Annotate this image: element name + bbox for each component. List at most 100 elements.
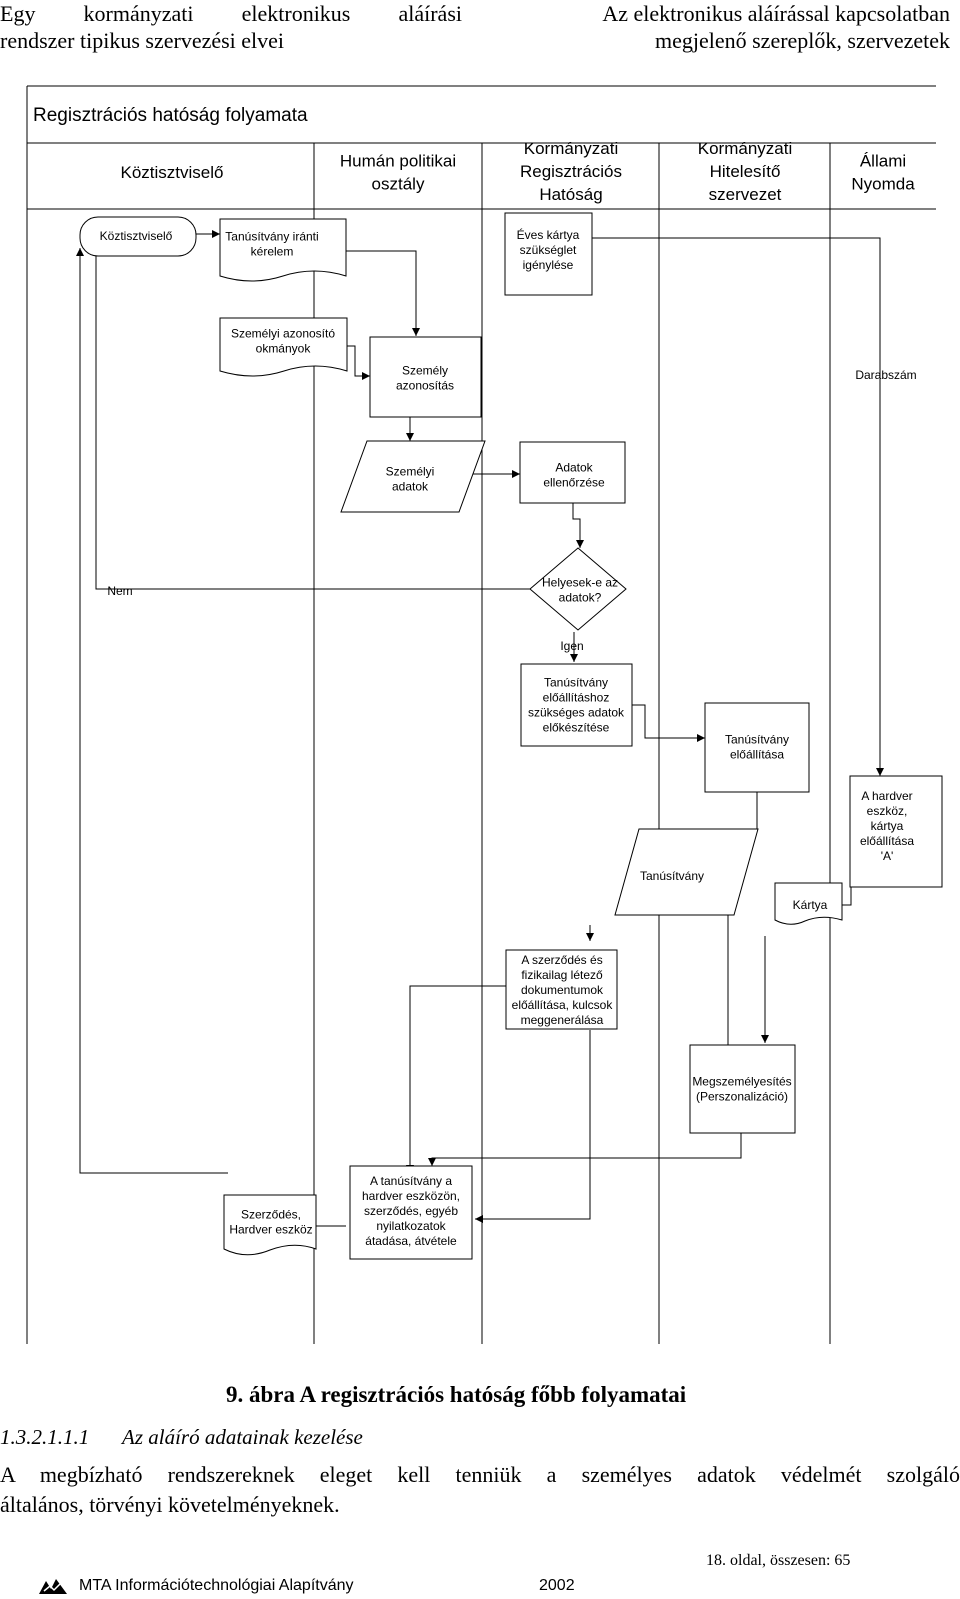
- personalize-label: Megszemélyesítés(Perszonalizáció): [692, 1075, 791, 1104]
- card-doc-label: Kártya: [793, 898, 828, 912]
- contract-doc-label: Szerződés,Hardver eszköz: [229, 1208, 312, 1237]
- label-line: kártya: [871, 819, 904, 833]
- running-header-right: Az elektronikus aláírással kapcsolatban …: [602, 0, 950, 54]
- label-line: Állami: [860, 151, 906, 170]
- label-line: Szerződés,: [241, 1208, 301, 1222]
- prep-data-box: [520, 663, 633, 747]
- label-line: Személy: [402, 364, 448, 378]
- yes-label: Igen: [560, 639, 583, 653]
- label-line: átadása, átvétele: [365, 1234, 457, 1248]
- label-line: Adatok: [555, 461, 593, 475]
- page-number: 18. oldal, összesen: 65: [706, 1552, 851, 1569]
- label-line: előállítása, kulcsok: [512, 998, 614, 1012]
- label-line: előállítása: [730, 748, 784, 762]
- label-line: Hatóság: [539, 185, 602, 204]
- label-line: előállításhoz: [543, 691, 610, 705]
- paragraph-line: általános, törvényi követelményeknek.: [0, 1492, 340, 1517]
- label-line: osztály: [372, 174, 425, 193]
- label-line: Tanúsítvány: [640, 869, 704, 883]
- footer-org: MTA Információtechnológiai Alapítvány: [79, 1577, 354, 1594]
- hardware-box: [849, 775, 943, 888]
- header-word: Egy: [0, 1, 36, 26]
- header-right-line2: megjelenő szereplők, szervezetek: [654, 28, 950, 53]
- label-line: Regisztrációs: [520, 162, 622, 181]
- header-left-line1: Egy kormányzati elektronikus aláírási: [0, 0, 462, 27]
- label-line: Személyi azonosító: [231, 327, 335, 341]
- label-line: A hardver: [861, 789, 912, 803]
- data-check-box: [519, 441, 626, 504]
- label-line: adatok: [392, 480, 429, 494]
- card-document: [774, 882, 843, 925]
- start-label: Köztisztviselő: [100, 229, 173, 243]
- label-line: Darabszám: [855, 368, 916, 382]
- label-line: adatok?: [559, 591, 602, 605]
- label-line: meggenerálása: [521, 1013, 604, 1027]
- section-title: Az aláíró adatainak kezelése: [122, 1425, 363, 1449]
- label-line: Személyi: [386, 465, 435, 479]
- body-paragraph: A megbízható rendszereknek eleget kell t…: [0, 1460, 960, 1520]
- label-line: kérelem: [251, 245, 294, 259]
- id-docs-document: [219, 317, 348, 377]
- diagram-title: Regisztrációs hatóság folyamata: [33, 105, 308, 126]
- header-right-line1: Az elektronikus aláírással kapcsolatban: [602, 1, 950, 26]
- label-line: Kártya: [793, 898, 828, 912]
- label-line: Nyomda: [851, 174, 915, 193]
- header-left-line2: rendszer tipikus szervezési elvei: [0, 28, 285, 53]
- paragraph-line: A megbízható rendszereknek eleget kell t…: [0, 1462, 960, 1487]
- label-line: nyilatkozatok: [376, 1219, 446, 1233]
- label-line: Nem: [107, 584, 132, 598]
- card-demand-box: [504, 212, 593, 296]
- label-line: 'A': [881, 849, 894, 863]
- section-number: 1.3.2.1.1.1: [0, 1425, 90, 1449]
- label-line: Hardver eszköz: [229, 1223, 312, 1237]
- mta-logo-icon: [39, 1579, 67, 1594]
- contract-prod-box: [505, 949, 618, 1030]
- label-line: fizikailag létező: [521, 968, 603, 982]
- person-id-box: [369, 336, 482, 418]
- handover-box: [349, 1165, 473, 1260]
- section-heading: 1.3.2.1.1.1 Az aláíró adatainak kezelése: [0, 1425, 363, 1450]
- label-line: Kormányzati: [524, 139, 618, 158]
- label-line: Köztisztviselő: [121, 163, 224, 182]
- label-line: Kormányzati: [698, 139, 792, 158]
- label-line: hardver eszközön,: [362, 1189, 460, 1203]
- label-line: eszköz,: [867, 804, 908, 818]
- label-line: Köztisztviselő: [100, 229, 173, 243]
- header-word: kormányzati: [83, 1, 194, 26]
- label-line: A szerződés és: [521, 953, 602, 967]
- running-header-left: Egy kormányzati elektronikus aláírási re…: [0, 0, 462, 54]
- request-document: [219, 218, 347, 282]
- label-line: előállítása: [860, 834, 914, 848]
- label-line: ellenőrzése: [543, 476, 605, 490]
- shapes: [79, 212, 943, 1260]
- label-line: dokumentumok: [521, 983, 604, 997]
- personalize-box: [689, 1044, 796, 1134]
- decision-diamond: [529, 547, 627, 631]
- label-line: szükséglet: [520, 243, 577, 257]
- personal-data-io: [340, 440, 486, 513]
- header-word: aláírási: [398, 1, 462, 26]
- label-line: Tanúsítvány: [725, 733, 789, 747]
- label-line: Igen: [560, 639, 583, 653]
- cert-data-io: [614, 828, 759, 916]
- label-line: előkészítése: [543, 721, 610, 735]
- label-line: A tanúsítvány a: [370, 1174, 452, 1188]
- figure-caption: 9. ábra A regisztrációs hatóság főbb fol…: [226, 1382, 687, 1407]
- label-line: igénylése: [523, 258, 574, 272]
- label-line: okmányok: [256, 342, 312, 356]
- page-footer: MTA Információtechnológiai Alapítvány 20…: [38, 1575, 598, 1599]
